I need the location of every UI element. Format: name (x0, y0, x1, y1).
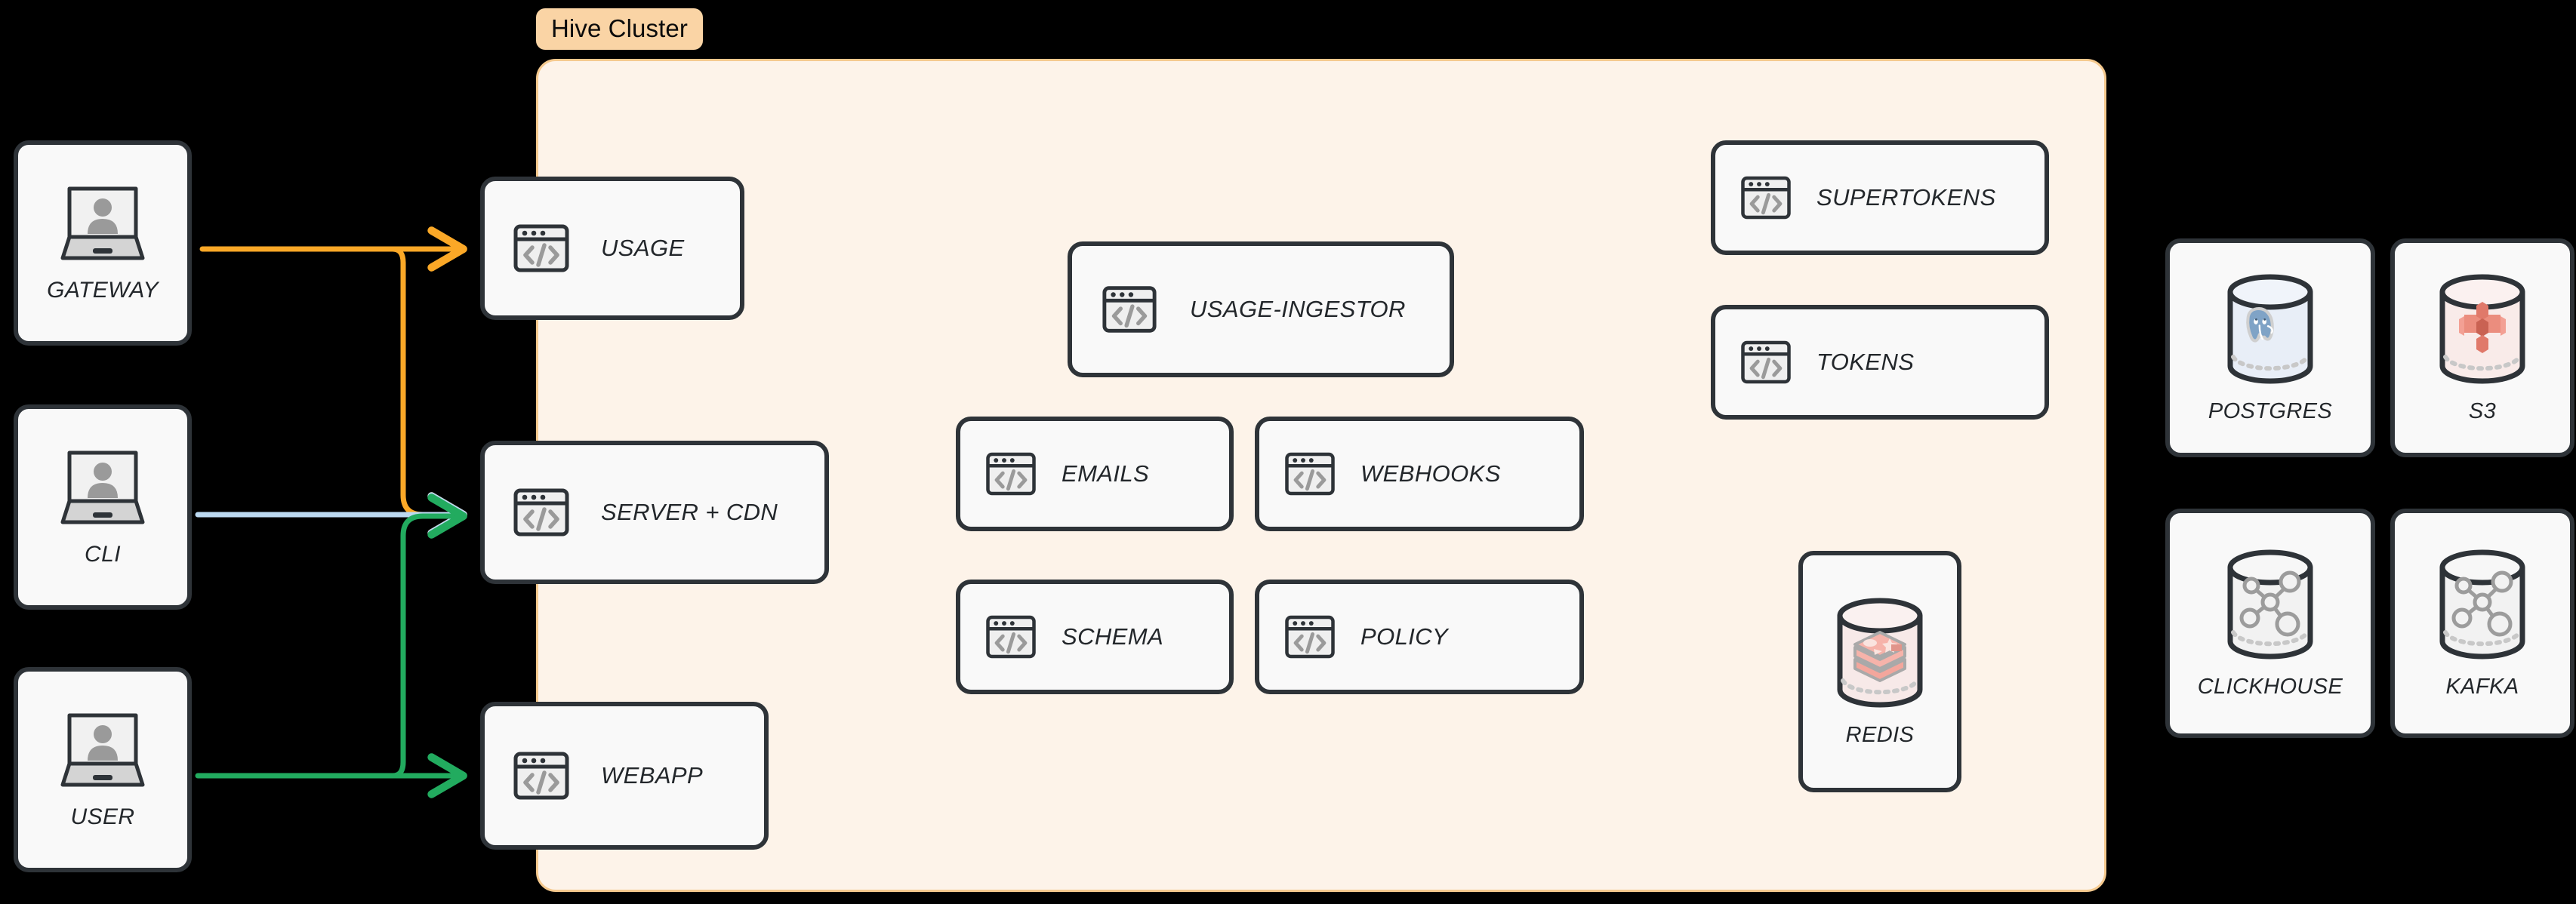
laptop-user-icon (46, 447, 159, 531)
node-cli[interactable]: CLI (14, 404, 192, 610)
node-label-postgres: POSTGRES (2208, 398, 2333, 423)
node-label-gateway: GATEWAY (47, 278, 159, 303)
node-label-usage-ingestor: USAGE-INGESTOR (1190, 296, 1406, 322)
code-window-icon (512, 746, 571, 805)
node-label-kafka: KAFKA (2445, 674, 2519, 699)
node-label-clickhouse: CLICKHOUSE (2197, 674, 2343, 699)
node-postgres[interactable]: POSTGRES (2165, 238, 2375, 457)
graph-cylinder-icon (2429, 548, 2536, 663)
node-gateway[interactable]: GATEWAY (14, 140, 192, 346)
node-tokens[interactable]: TOKENS (1711, 305, 2049, 420)
node-usage-ingestor[interactable]: USAGE-INGESTOR (1068, 241, 1454, 377)
graph-cylinder-icon (2217, 548, 2324, 663)
laptop-user-icon (46, 709, 159, 794)
laptop-user-icon (46, 183, 159, 267)
node-policy[interactable]: POLICY (1255, 580, 1584, 694)
node-label-tokens: TOKENS (1816, 349, 1915, 375)
node-label-emails: EMAILS (1062, 460, 1150, 487)
node-server-cdn[interactable]: SERVER + CDN (480, 441, 829, 584)
redis-cylinder-icon (1826, 596, 1934, 711)
node-label-policy: POLICY (1360, 623, 1449, 650)
node-label-webhooks: WEBHOOKS (1360, 460, 1501, 487)
node-webapp[interactable]: WEBAPP (480, 702, 769, 850)
node-kafka[interactable]: KAFKA (2390, 509, 2574, 738)
code-window-icon (1283, 447, 1336, 500)
node-label-user: USER (70, 804, 135, 829)
code-window-icon (1739, 171, 1792, 224)
edge-gateway-to-server-cdn (382, 246, 467, 537)
node-redis[interactable]: REDIS (1798, 551, 1961, 792)
postgres-cylinder-icon (2217, 272, 2324, 387)
s3-cylinder-icon (2429, 272, 2536, 387)
code-window-icon (1101, 281, 1158, 338)
node-label-redis: REDIS (1845, 722, 1915, 747)
node-webhooks[interactable]: WEBHOOKS (1255, 417, 1584, 531)
node-label-server-cdn: SERVER + CDN (601, 499, 778, 525)
hive-cluster-badge: Hive Cluster (536, 8, 703, 50)
node-label-s3: S3 (2468, 398, 2497, 423)
node-s3[interactable]: S3 (2390, 238, 2574, 457)
code-window-icon (1283, 610, 1336, 663)
node-emails[interactable]: EMAILS (956, 417, 1234, 531)
code-window-icon (1739, 336, 1792, 389)
node-label-schema: SCHEMA (1062, 623, 1164, 650)
node-label-usage: USAGE (601, 235, 685, 261)
node-label-webapp: WEBAPP (601, 762, 704, 789)
node-usage[interactable]: USAGE (480, 177, 744, 320)
node-label-cli: CLI (85, 542, 121, 567)
node-schema[interactable]: SCHEMA (956, 580, 1234, 694)
node-label-supertokens: SUPERTOKENS (1816, 184, 1996, 211)
edge-user-to-server-cdn (382, 494, 467, 779)
code-window-icon (984, 610, 1037, 663)
node-user[interactable]: USER (14, 667, 192, 872)
code-window-icon (512, 219, 571, 278)
code-window-icon (512, 483, 571, 542)
node-supertokens[interactable]: SUPERTOKENS (1711, 140, 2049, 255)
code-window-icon (984, 447, 1037, 500)
node-clickhouse[interactable]: CLICKHOUSE (2165, 509, 2375, 738)
